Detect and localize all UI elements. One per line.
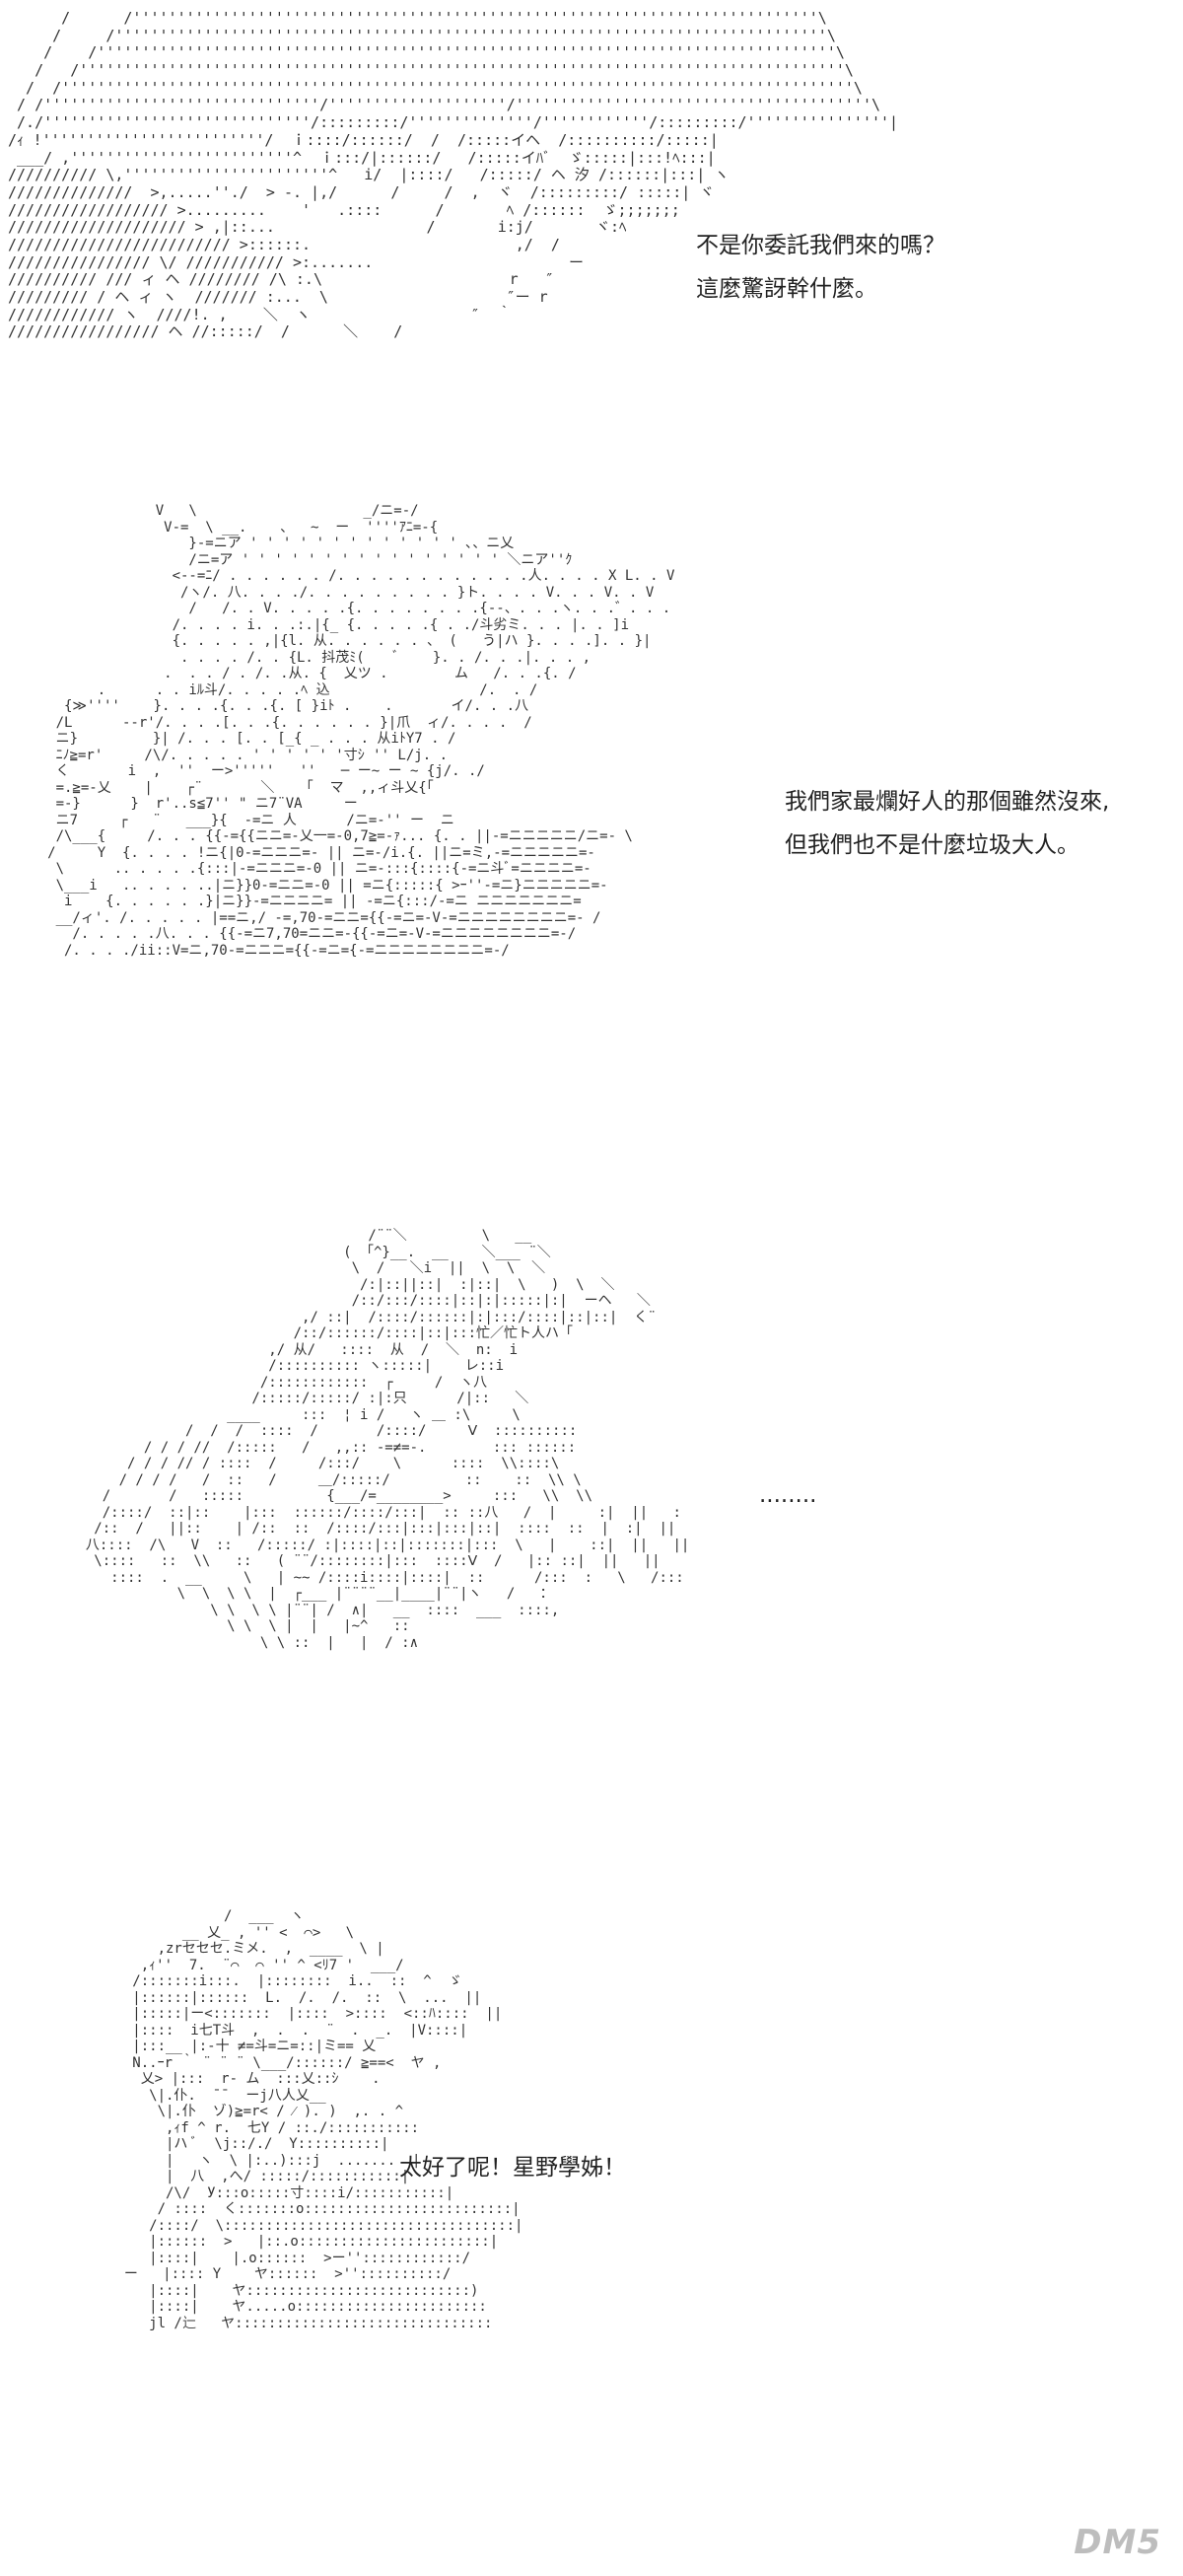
ascii-art-panel-4: / ___ ヽ __ 乂_ , '' < ⌒> \ ,zrセセセ.ミメ. , _… (123, 1908, 523, 2331)
dialogue-line: 不是你委託我們來的嗎？ (696, 233, 945, 258)
dialogue-panel-4: 太好了呢！星野學姊！ (399, 2147, 626, 2190)
ascii-art-panel-2: V \ _/ニ=-/ V-= \ __. 、 ~ ー ''''ｱﾆ=-{ }-=… (47, 503, 675, 959)
ascii-art-panel-1: / /'''''''''''''''''''''''''''''''''''''… (8, 9, 899, 341)
panel-2: V \ _/ニ=-/ V-= \ __. 、 ~ ー ''''ｱﾆ=-{ }-=… (0, 483, 1183, 1193)
dialogue-panel-2: 我們家最爛好人的那個雖然沒來, 但我們也不是什麼垃圾大人。 (785, 781, 1109, 867)
dialogue-line: ........ (759, 1482, 817, 1508)
dialogue-panel-3: ........ (759, 1474, 817, 1518)
dialogue-line: 太好了呢！星野學姊！ (399, 2155, 626, 2181)
dialogue-line: 但我們也不是什麼垃圾大人。 (785, 831, 1079, 858)
panel-1: / /'''''''''''''''''''''''''''''''''''''… (0, 0, 1183, 473)
dialogue-panel-1: 不是你委託我們來的嗎？ 這麼驚訝幹什麼。 (696, 225, 945, 311)
dialogue-line: 我們家最爛好人的那個雖然沒來, (785, 789, 1110, 815)
dialogue-line: 這麼驚訝幹什麼。 (696, 275, 877, 302)
ascii-art-panel-3: /¨¨＼ \ __ ( 「^}__. __ ＼___ ¨＼ \ / ＼i || … (85, 1228, 690, 1651)
site-watermark: DM5 (1074, 2523, 1161, 2562)
panel-3: /¨¨＼ \ __ ( 「^}__. __ ＼___ ¨＼ \ / ＼i || … (0, 1208, 1183, 1898)
panel-4: / ___ ヽ __ 乂_ , '' < ⌒> \ ,zrセセセ.ミメ. , _… (0, 1898, 1183, 2576)
watermark-text: DM5 (1074, 2523, 1161, 2562)
